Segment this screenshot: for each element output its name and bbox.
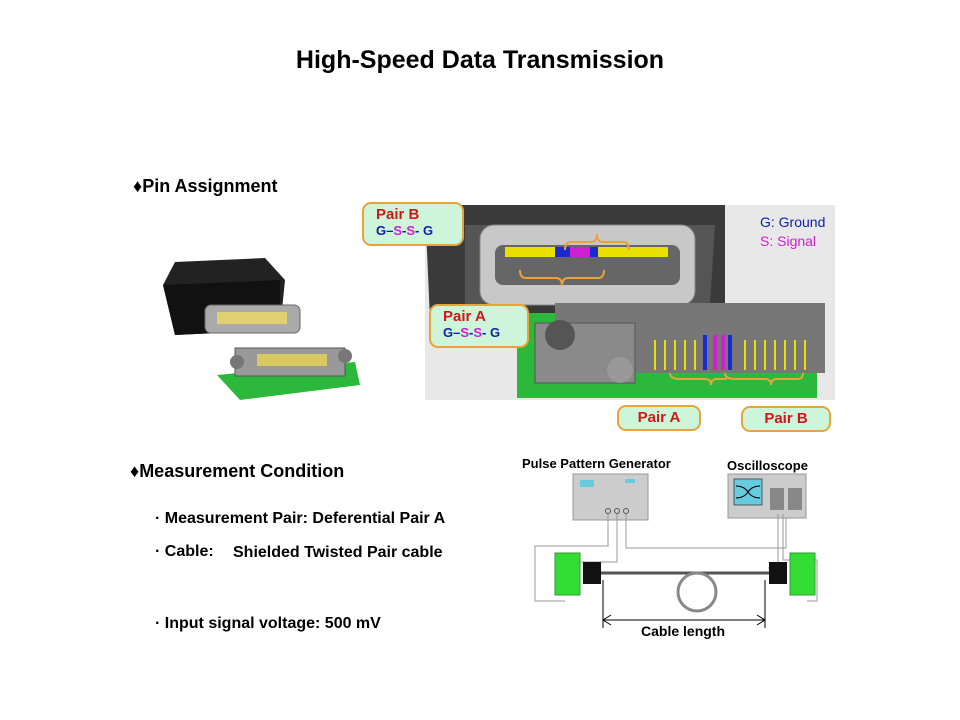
measurement-item: · Cable: <box>155 543 214 561</box>
bullet-dot: · <box>155 543 161 560</box>
legend-signal: S: Signal <box>760 233 817 249</box>
dash: – <box>453 325 461 340</box>
measurement-setup-diagram <box>534 473 818 628</box>
pin-pattern: G–S-S- G <box>364 223 462 238</box>
ground-pin: G <box>490 325 501 340</box>
cable-plug-right <box>769 562 787 584</box>
pair-a-callout-top: Pair A G–S-S- G <box>429 304 529 348</box>
oscilloscope-icon <box>727 473 807 519</box>
ground-pin: G <box>423 223 434 238</box>
pin-assignment-heading: ♦Pin Assignment <box>133 176 278 197</box>
pulse-generator-icon <box>572 473 649 521</box>
ground-pin: G <box>376 223 387 238</box>
dash: - <box>469 325 474 340</box>
cable-length-arrow <box>602 614 766 626</box>
legend-ground: G: Ground <box>760 214 826 230</box>
dash: – <box>386 223 394 238</box>
measurement-item: · Input signal voltage: 500 mV <box>155 615 381 633</box>
cable-plug-left <box>583 562 601 584</box>
measurement-heading: ♦Measurement Condition <box>130 461 344 482</box>
diamond-bullet-icon: ♦ <box>130 461 140 481</box>
slide-title: High-Speed Data Transmission <box>295 46 665 74</box>
test-board-right <box>789 552 816 596</box>
cable-value: Shielded Twisted Pair cable <box>233 544 443 561</box>
pair-b-callout-top: Pair B G–S-S- G <box>362 202 464 246</box>
generator-label: Pulse Pattern Generator <box>522 456 671 471</box>
bullet-dot: · <box>155 510 161 527</box>
bullet-dot: · <box>155 615 161 632</box>
item-text: Measurement Pair: Deferential Pair A <box>164 510 446 527</box>
signal-pin: S <box>473 325 483 340</box>
pair-b-label: Pair B <box>376 206 420 223</box>
pair-a-callout-bottom: Pair A <box>617 405 701 431</box>
dash: - <box>482 325 490 340</box>
diamond-bullet-icon: ♦ <box>133 176 143 196</box>
signal-pin: S <box>406 223 416 238</box>
measurement-item: · Measurement Pair: Deferential Pair A <box>155 510 445 528</box>
signal-pin: S <box>460 325 470 340</box>
dash: - <box>402 223 407 238</box>
signal-pin: S <box>393 223 403 238</box>
oscilloscope-label: Oscilloscope <box>727 458 808 473</box>
pair-b-callout-bottom: Pair B <box>741 406 831 432</box>
item-text: Cable: <box>164 543 214 560</box>
connector-photo <box>155 250 365 410</box>
ground-pin: G <box>443 325 454 340</box>
cable-length-label: Cable length <box>641 623 726 639</box>
cable-coil <box>676 571 718 613</box>
item-text: Input signal voltage: 500 mV <box>164 615 381 632</box>
pin-pattern: G–S-S- G <box>431 325 527 340</box>
pair-a-label: Pair A <box>443 308 486 325</box>
dash: - <box>415 223 423 238</box>
heading-text: Pin Assignment <box>142 176 278 196</box>
heading-text: Measurement Condition <box>139 461 345 481</box>
test-board-left <box>554 552 581 596</box>
